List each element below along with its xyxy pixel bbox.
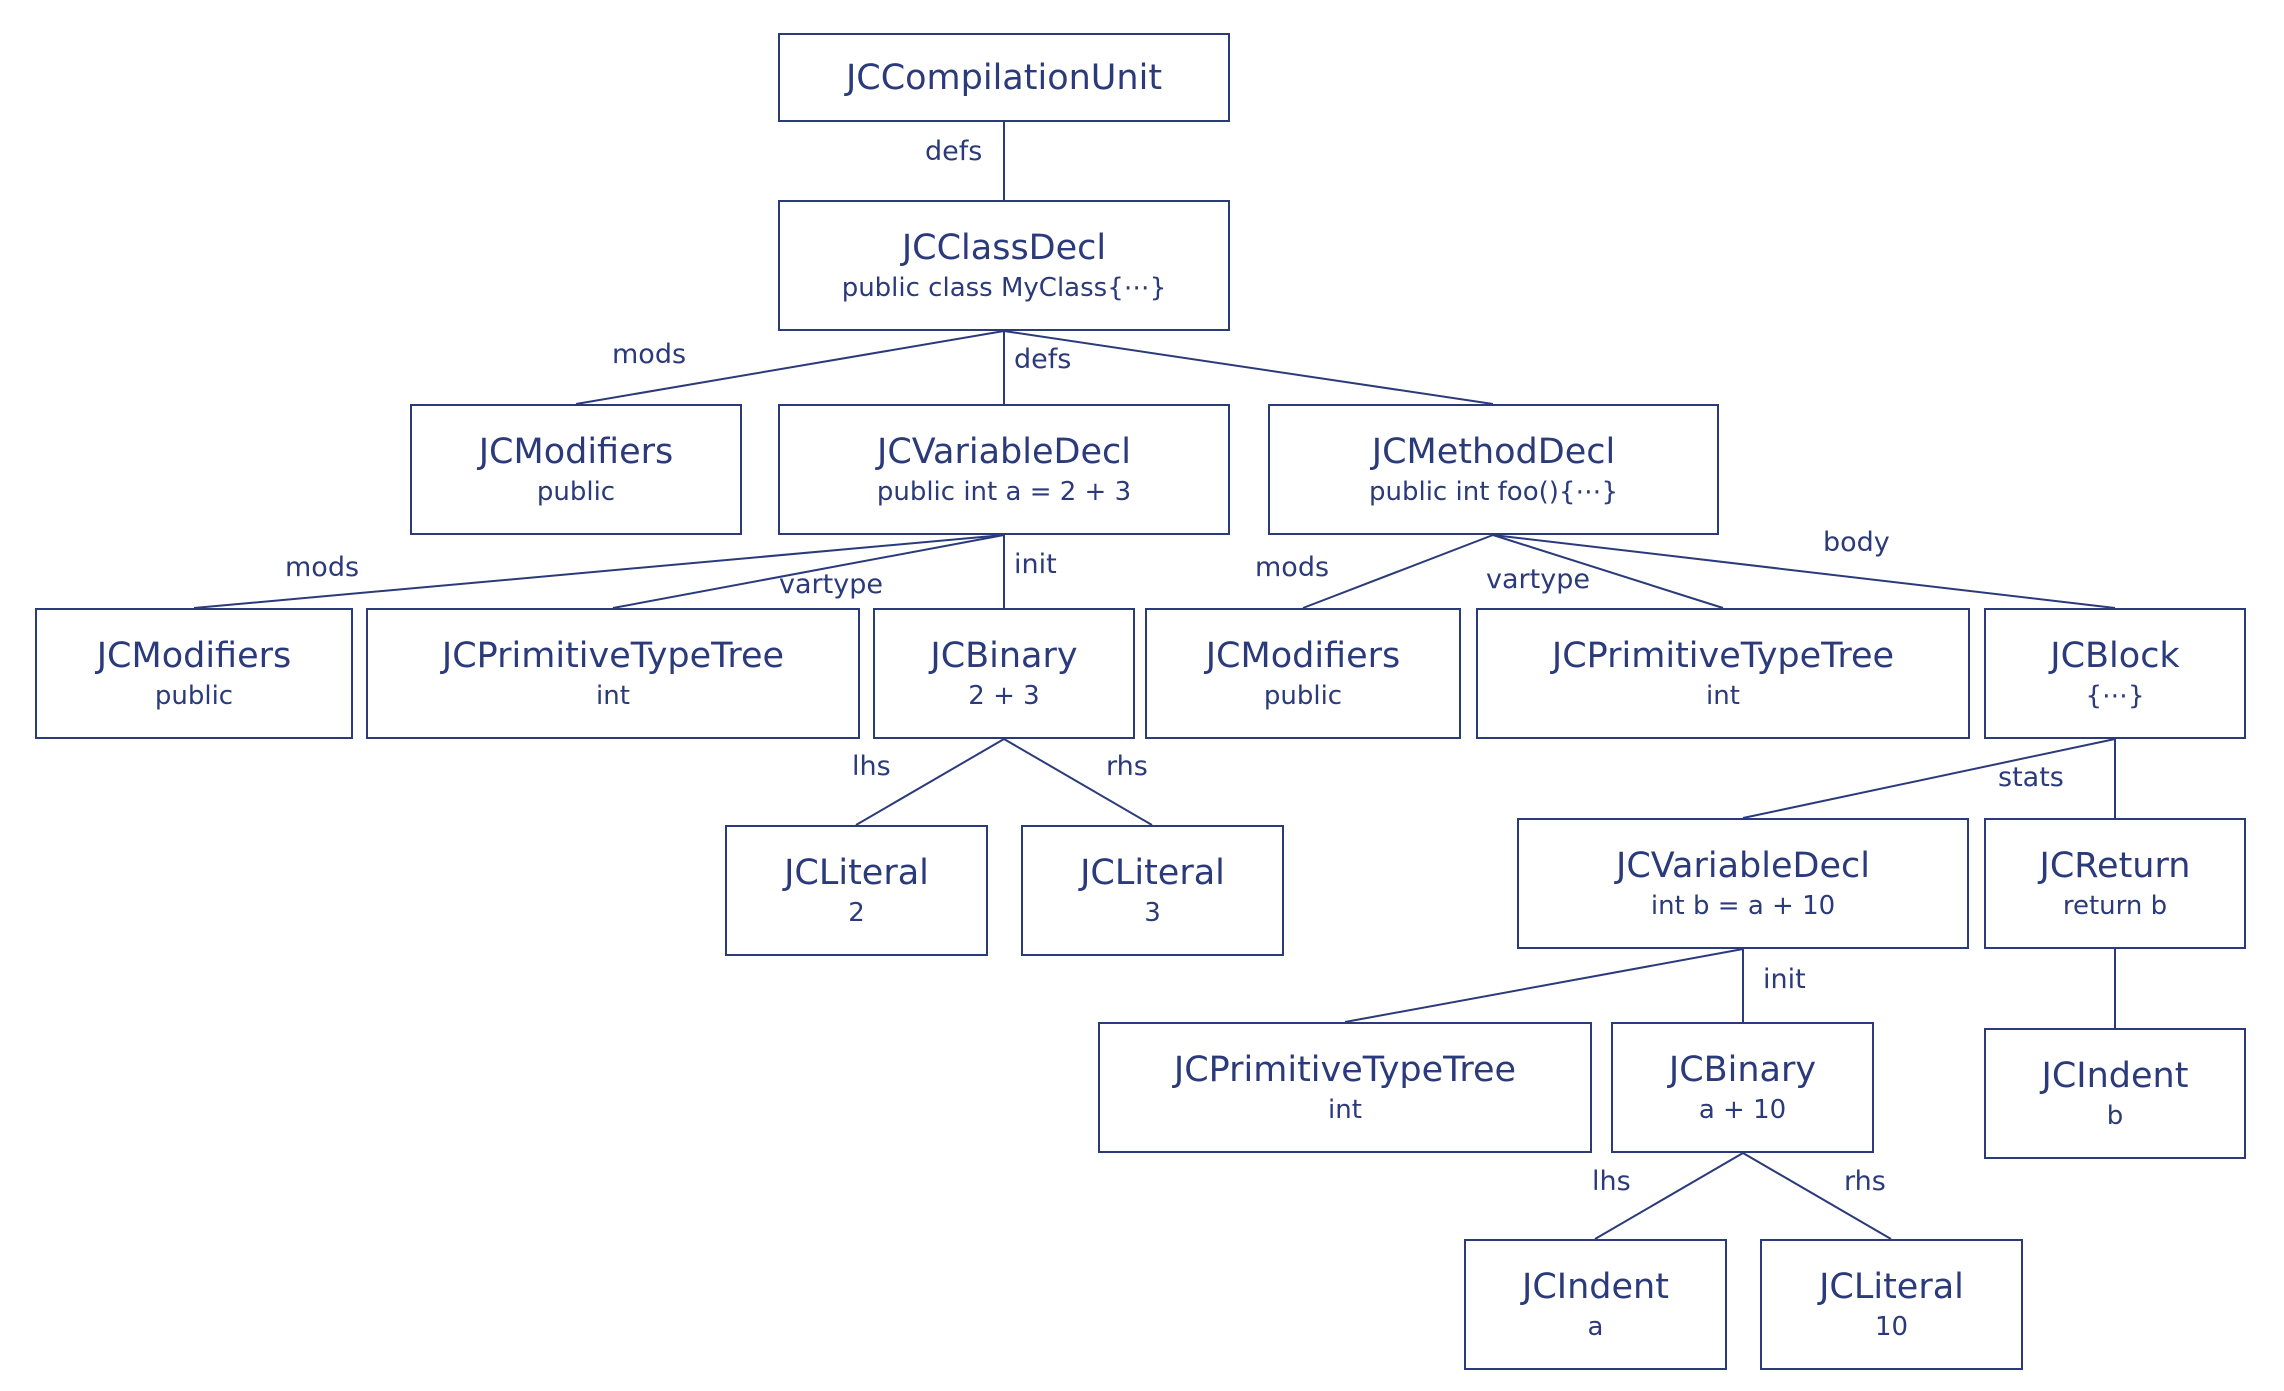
node-subtitle: public int a = 2 + 3 <box>876 476 1132 507</box>
node-title: JCIndent <box>1522 1266 1669 1307</box>
node-subtitle: int <box>1706 680 1740 711</box>
node-literal-2: JCLiteral 2 <box>725 825 988 956</box>
node-compilation-unit: JCCompilationUnit <box>778 33 1230 122</box>
edge-label-vartype: vartype <box>1486 564 1590 595</box>
node-subtitle: int <box>596 680 630 711</box>
node-title: JCBinary <box>1668 1049 1817 1090</box>
edge-meth-block <box>1492 534 2116 609</box>
edge-label-rhs: rhs <box>1106 751 1148 782</box>
node-subtitle: 2 <box>848 897 865 928</box>
edge-var1-mod2 <box>193 534 1005 609</box>
node-literal-3: JCLiteral 3 <box>1021 825 1284 956</box>
edge-block-var2 <box>1742 738 2116 819</box>
edge-cls-meth <box>1003 330 1494 405</box>
edge-meth-mod3 <box>1302 534 1494 609</box>
node-subtitle: b <box>2106 1100 2124 1131</box>
node-title: JCModifiers <box>1205 635 1401 676</box>
node-subtitle: a + 10 <box>1698 1094 1787 1125</box>
node-title: JCModifiers <box>478 431 674 472</box>
node-primitive-type-method: JCPrimitiveTypeTree int <box>1476 608 1970 739</box>
node-title: JCMethodDecl <box>1371 431 1616 472</box>
node-binary-2-3: JCBinary 2 + 3 <box>873 608 1135 739</box>
node-subtitle: public <box>154 680 234 711</box>
edge-var2-prim3 <box>1344 948 1744 1023</box>
node-title: JCLiteral <box>1080 852 1225 893</box>
node-binary-a-10: JCBinary a + 10 <box>1611 1022 1874 1153</box>
edge-bin2-lit10 <box>1742 1152 1892 1240</box>
edge-label-defs: defs <box>1014 344 1072 375</box>
node-title: JCVariableDecl <box>877 431 1131 472</box>
edge-label-lhs: lhs <box>852 751 891 782</box>
node-title: JCPrimitiveTypeTree <box>1551 635 1895 676</box>
edge-label-vartype: vartype <box>779 569 883 600</box>
node-ident-b: JCIndent b <box>1984 1028 2246 1159</box>
node-title: JCIndent <box>2041 1055 2189 1096</box>
node-variable-decl-b: JCVariableDecl int b = a + 10 <box>1517 818 1969 949</box>
edge-label-mods: mods <box>1255 552 1330 583</box>
node-title: JCReturn <box>2039 845 2191 886</box>
edge-bin1-lit2 <box>855 738 1005 826</box>
node-title: JCBlock <box>2050 635 2180 676</box>
edge-bin1-lit3 <box>1003 738 1153 826</box>
edge-label-init: init <box>1763 964 1806 995</box>
node-title: JCPrimitiveTypeTree <box>441 635 785 676</box>
node-title: JCBinary <box>930 635 1078 676</box>
node-modifiers-method: JCModifiers public <box>1145 608 1461 739</box>
node-ident-a: JCIndent a <box>1464 1239 1727 1370</box>
node-subtitle: public class MyClass{⋯} <box>841 272 1167 303</box>
node-title: JCCompilationUnit <box>845 57 1163 98</box>
node-subtitle: int b = a + 10 <box>1650 890 1836 921</box>
node-method-decl: JCMethodDecl public int foo(){⋯} <box>1268 404 1719 535</box>
node-subtitle: 10 <box>1874 1311 1909 1342</box>
node-literal-10: JCLiteral 10 <box>1760 1239 2023 1370</box>
edge-meth-prim2 <box>1492 534 1724 609</box>
node-title: JCLiteral <box>784 852 929 893</box>
node-subtitle: a <box>1587 1311 1604 1342</box>
node-class-decl: JCClassDecl public class MyClass{⋯} <box>778 200 1230 331</box>
node-primitive-type-b: JCPrimitiveTypeTree int <box>1098 1022 1592 1153</box>
node-subtitle: public <box>536 476 616 507</box>
edge-label-mods: mods <box>612 339 687 370</box>
node-subtitle: public int foo(){⋯} <box>1369 476 1618 507</box>
node-modifiers-var: JCModifiers public <box>35 608 353 739</box>
edge-bin2-identa <box>1594 1152 1744 1240</box>
node-return: JCReturn return b <box>1984 818 2246 949</box>
edge-label-defs: defs <box>925 136 983 167</box>
node-modifiers-class: JCModifiers public <box>410 404 742 535</box>
node-primitive-type-var: JCPrimitiveTypeTree int <box>366 608 860 739</box>
node-title: JCVariableDecl <box>1616 845 1870 886</box>
node-subtitle: {⋯} <box>2085 680 2145 711</box>
edge-label-lhs: lhs <box>1592 1166 1631 1197</box>
node-title: JCModifiers <box>96 635 292 676</box>
edge-label-body: body <box>1823 527 1890 558</box>
edge-label-mods: mods <box>285 552 360 583</box>
node-subtitle: public <box>1263 680 1343 711</box>
node-title: JCLiteral <box>1819 1266 1964 1307</box>
edge-label-init: init <box>1014 549 1057 580</box>
edge-label-stats: stats <box>1998 762 2064 793</box>
node-subtitle: int <box>1328 1094 1362 1125</box>
node-subtitle: return b <box>2062 890 2168 921</box>
node-title: JCClassDecl <box>901 227 1107 268</box>
edge-var1-prim1 <box>612 534 1005 609</box>
node-subtitle: 2 + 3 <box>968 680 1040 711</box>
node-subtitle: 3 <box>1144 897 1161 928</box>
node-block: JCBlock {⋯} <box>1984 608 2246 739</box>
node-variable-decl-a: JCVariableDecl public int a = 2 + 3 <box>778 404 1230 535</box>
edge-cls-mod1 <box>575 330 1005 405</box>
edge-label-rhs: rhs <box>1844 1166 1886 1197</box>
node-title: JCPrimitiveTypeTree <box>1173 1049 1517 1090</box>
